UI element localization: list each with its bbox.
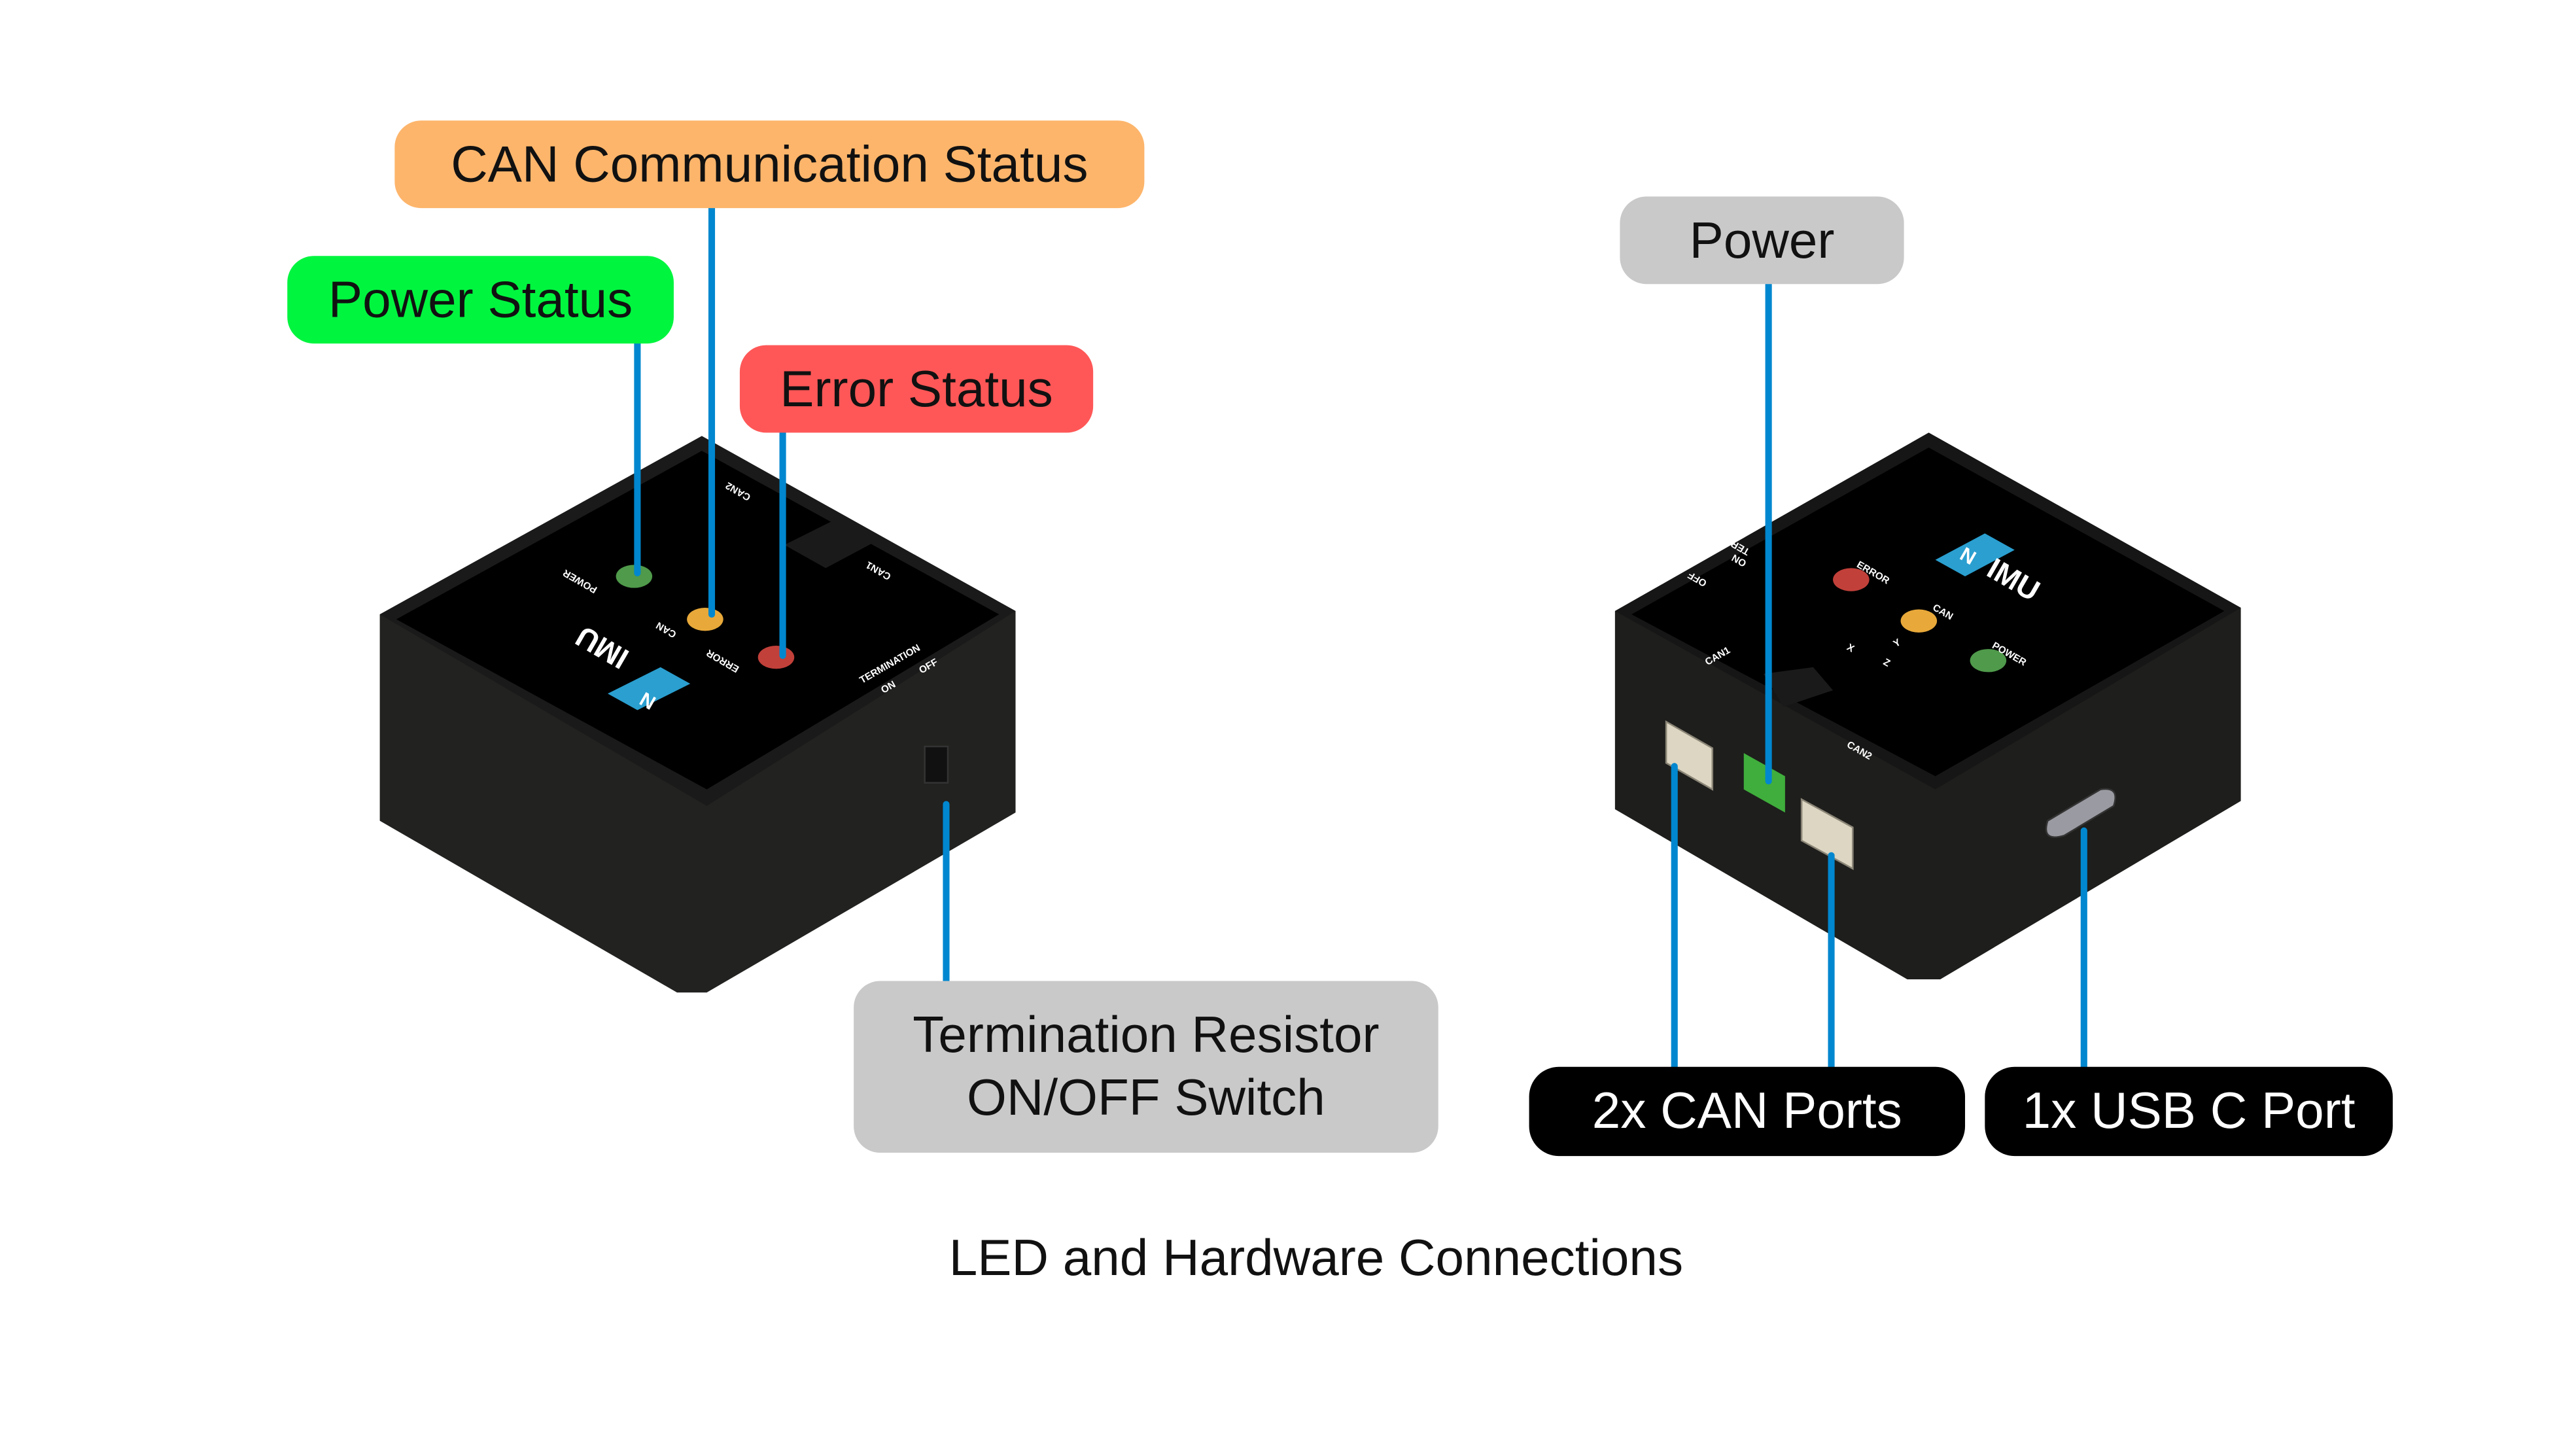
label-termination-line2: ON/OFF Switch <box>966 1068 1325 1127</box>
label-usb-c-port: 1x USB C Port <box>1985 1066 2393 1157</box>
label-termination-switch: Termination Resistor ON/OFF Switch <box>854 981 1438 1153</box>
right-logo-badge <box>1935 533 2015 577</box>
figure-caption: LED and Hardware Connections <box>949 1229 1684 1287</box>
label-power: Power <box>1620 196 1904 285</box>
right-led-power <box>1970 649 2007 673</box>
left-device-port-notch <box>784 520 875 568</box>
label-can-ports: 2x CAN Ports <box>1529 1066 1966 1157</box>
label-error-status: Error Status <box>739 345 1094 433</box>
right-power-connector <box>1743 753 1785 813</box>
right-usb-c-port <box>2045 788 2117 838</box>
right-can2-connector <box>1800 797 1854 870</box>
right-device: ERROR CAN POWER CAN1 CAN2 TERMINATION ON… <box>1614 432 2241 979</box>
right-led-error <box>1833 568 1870 591</box>
left-logo-badge <box>607 667 691 710</box>
termination-switch <box>924 745 949 784</box>
left-led-can <box>687 607 723 631</box>
label-power-status: Power Status <box>287 256 674 344</box>
left-device: POWER CAN ERROR CAN2 CAN1 TERMINATION ON… <box>379 436 1016 993</box>
left-led-power <box>616 565 653 588</box>
right-can1-connector <box>1665 720 1714 791</box>
right-marking-termination: TERMINATION <box>1687 514 1751 557</box>
right-led-can <box>1900 609 1938 633</box>
label-can-communication-status: CAN Communication Status <box>394 120 1145 209</box>
connector-lines <box>634 205 2087 1070</box>
right-device-port-notch <box>1764 667 1834 707</box>
label-termination-line1: Termination Resistor <box>913 1006 1380 1064</box>
left-led-error <box>757 646 795 669</box>
